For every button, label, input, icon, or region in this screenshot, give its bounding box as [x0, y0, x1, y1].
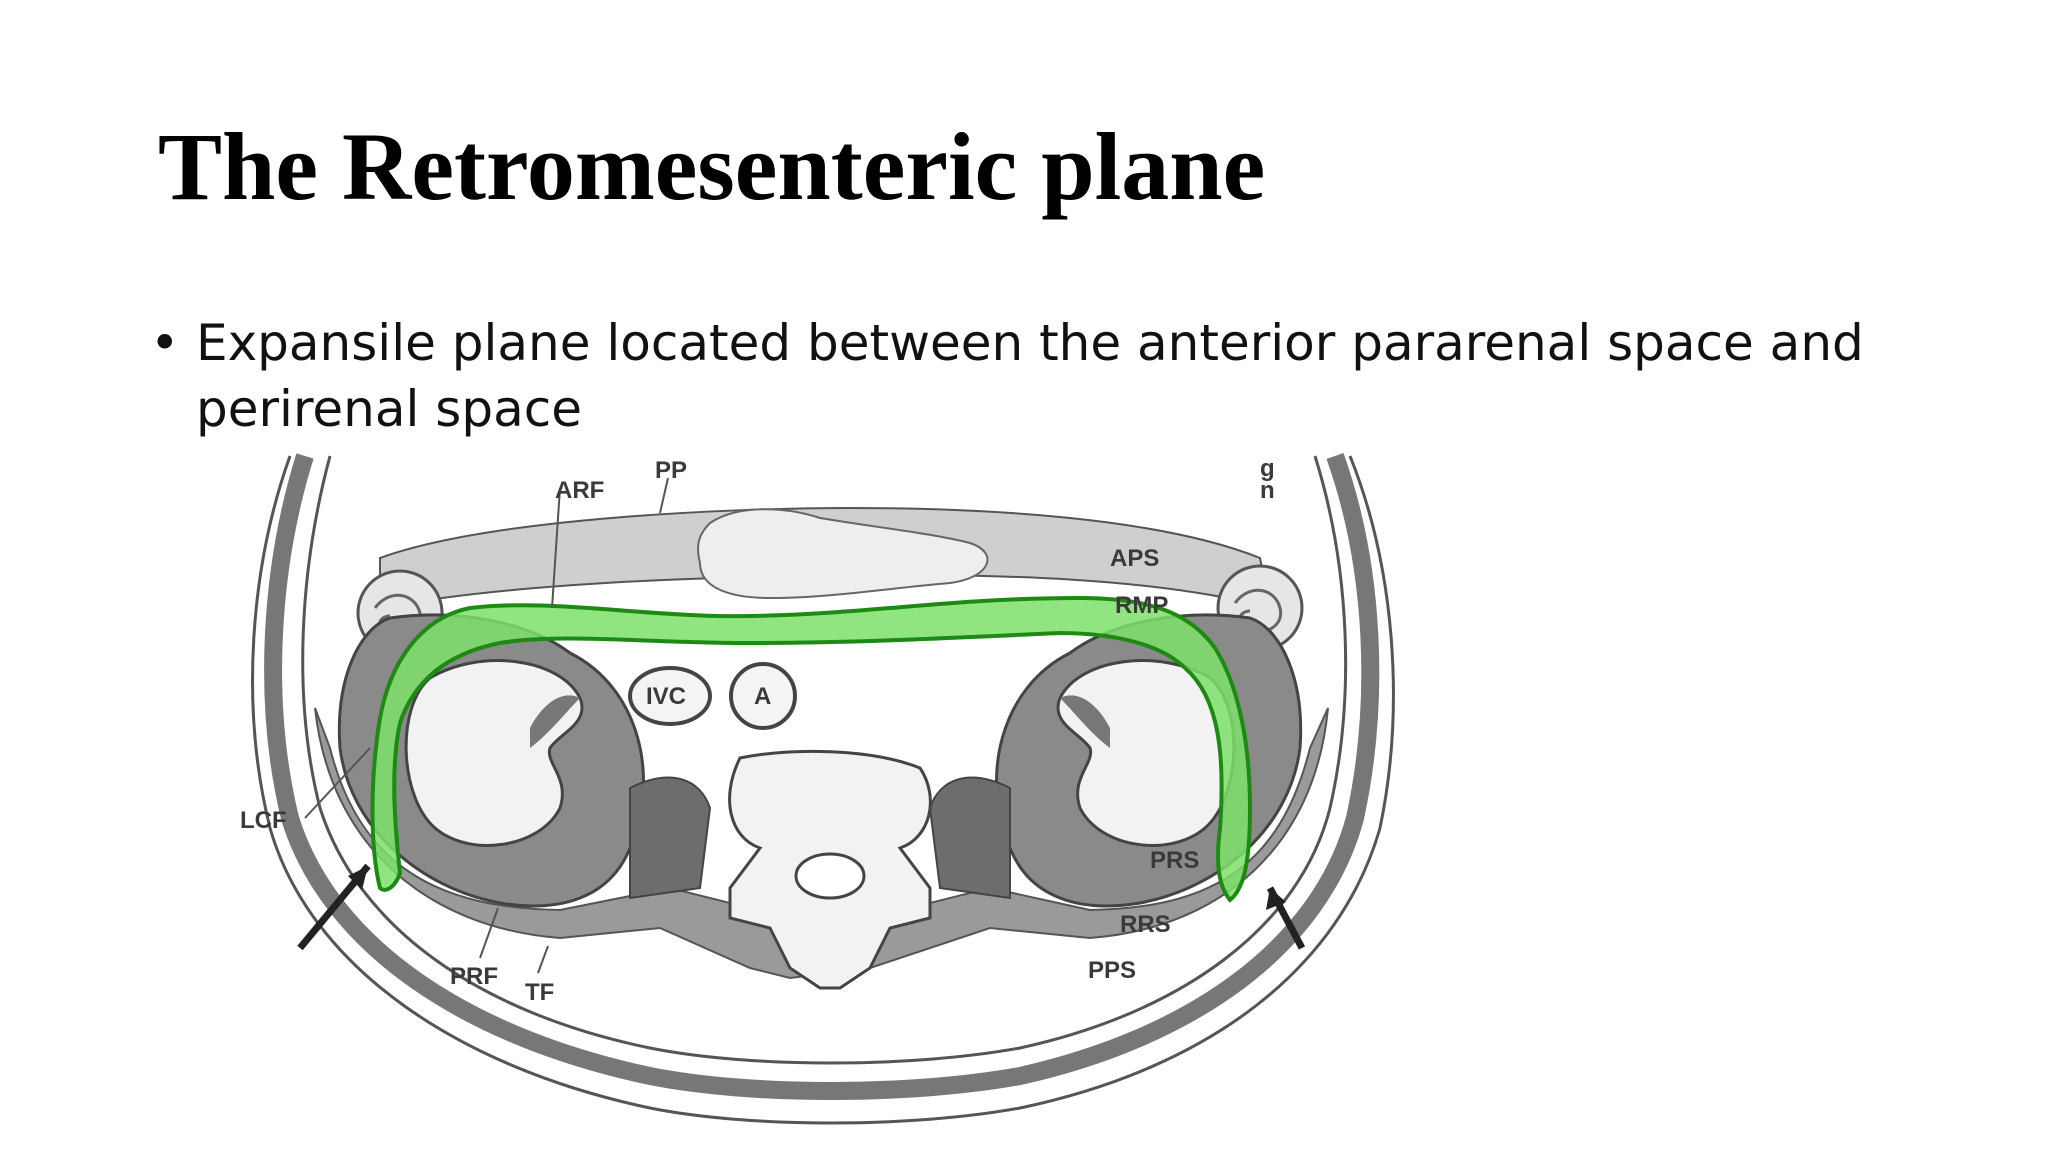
label-pp: PP: [655, 457, 687, 484]
pp-leader: [659, 477, 669, 514]
bullet-item: • Expansile plane located between the an…: [150, 310, 1910, 442]
bullet-text: Expansile plane located between the ante…: [196, 314, 1864, 438]
pancreas-shape: [697, 508, 989, 600]
posterior-pararenal-space: [314, 707, 1329, 980]
label-rrs: RRS: [1120, 911, 1171, 938]
body-wall-inner: [301, 455, 1348, 1065]
body-wall-band: [264, 452, 1380, 1100]
ivc-vessel: [628, 666, 712, 726]
label-prf: PRF: [450, 963, 498, 990]
bullet-dot: •: [150, 314, 180, 372]
label-lcf: LCF: [240, 807, 287, 834]
retroperitoneum-diagram: ARF PP g n APS RMP IVC A LCF PRS RRS PPS…: [240, 452, 1395, 1125]
label-aps: APS: [1110, 545, 1159, 572]
label-rmp: RMP: [1115, 592, 1168, 619]
label-arf: ARF: [555, 477, 604, 504]
label-g: g: [1260, 455, 1275, 482]
left-renal-pelvis: [530, 695, 580, 748]
spinal-canal: [794, 852, 866, 900]
left-arrowhead: [348, 866, 368, 890]
label-a: A: [754, 683, 771, 710]
label-pps: PPS: [1088, 957, 1136, 984]
retromesenteric-plane-highlight: [370, 595, 1253, 903]
aorta-vessel: [729, 662, 797, 730]
arf-leader: [551, 487, 561, 609]
label-n: n: [1260, 477, 1275, 504]
label-tf: TF: [525, 979, 554, 1006]
bullet-list: • Expansile plane located between the an…: [150, 310, 1910, 442]
slide-title: The Retromesenteric plane: [158, 113, 1266, 220]
label-ivc: IVC: [646, 683, 686, 710]
body-wall-outer: [251, 455, 1395, 1125]
right-psoas: [928, 776, 1011, 900]
right-renal-pelvis: [1060, 695, 1110, 748]
tf-leader: [537, 945, 549, 974]
right-arrowhead: [1266, 888, 1286, 910]
left-kidney: [404, 659, 584, 847]
lcf-leader: [304, 747, 371, 819]
left-psoas: [629, 776, 712, 900]
prf-leader: [479, 907, 499, 959]
label-prs: PRS: [1150, 847, 1199, 874]
anatomy-figure: ARF PP g n APS RMP IVC A LCF PRS RRS PPS…: [230, 448, 1420, 1138]
